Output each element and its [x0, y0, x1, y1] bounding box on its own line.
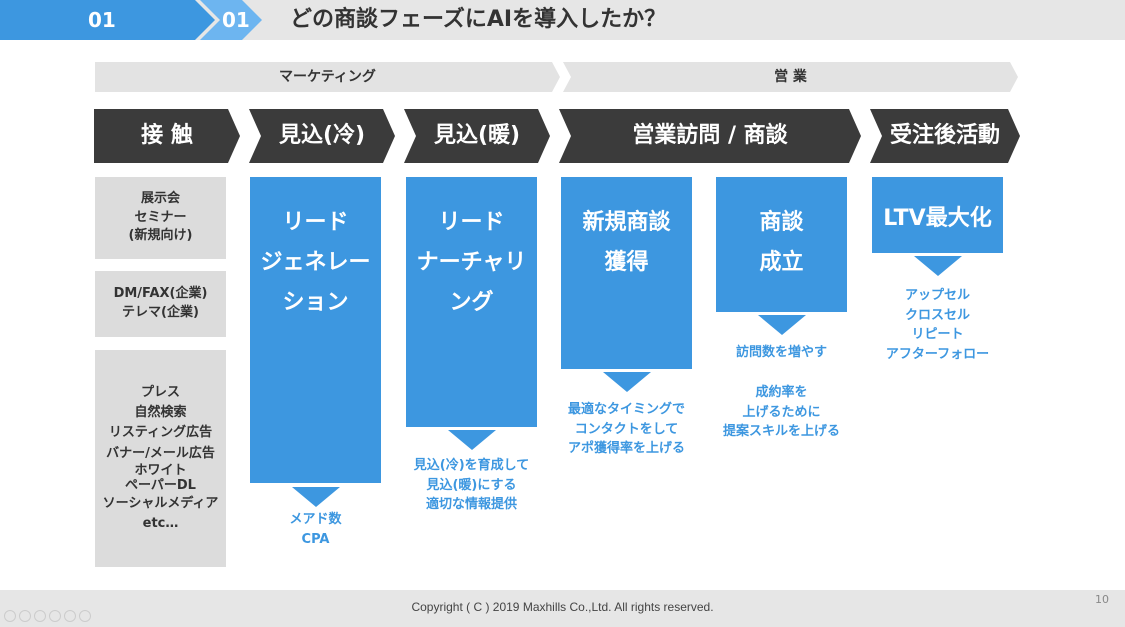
down-arrow-icon	[603, 372, 651, 392]
contact-box-direct: DM/FAX(企業) テレマ(企業)	[95, 271, 226, 337]
column-ltv: LTV最大化	[872, 177, 1003, 253]
note-ltv: アップセル クロスセル リピート アフターフォロー	[862, 286, 1013, 364]
column-line: LTV最大化	[883, 206, 992, 231]
column-line: ナーチャリ	[416, 250, 527, 275]
contact-item: リスティング広告	[108, 425, 213, 441]
contact-item: バナー/メール広告	[106, 445, 215, 461]
contact-box-events: 展示会 セミナー (新規向け)	[95, 177, 226, 259]
note-line: 適切な情報提供	[425, 497, 517, 512]
note-line: 提案スキルを上げる	[722, 424, 840, 439]
note-line: 成約率を	[755, 385, 808, 400]
note-line: 上げるために	[742, 404, 821, 420]
down-arrow-icon	[292, 487, 340, 507]
copyright-text: Copyright ( C ) 2019 Maxhills Co.,Ltd. A…	[411, 600, 714, 614]
contact-item: 自然検索	[134, 405, 187, 421]
contact-item: セミナー	[134, 209, 187, 225]
contact-item: DM/FAX(企業)	[113, 286, 208, 302]
note-line: アップセル	[904, 288, 970, 303]
stage-lead-warm: 見込(暖)	[404, 109, 550, 163]
pen-icon[interactable]	[34, 610, 46, 622]
contact-item: etc…	[142, 515, 179, 531]
note-lead-generation: メアド数 CPA	[250, 510, 381, 549]
note-line: 最適なタイミングで	[567, 402, 685, 417]
note-line: アフターフォロー	[885, 346, 990, 362]
down-arrow-icon	[758, 315, 806, 335]
phase-sales: 営 業	[563, 62, 1018, 92]
down-arrow-icon	[448, 430, 496, 450]
note-line: コンタクトをして	[574, 421, 679, 437]
down-arrow-icon	[914, 256, 962, 276]
contact-item: ソーシャルメディア	[102, 495, 219, 511]
column-line: ション	[282, 290, 349, 315]
column-line: リード	[282, 210, 349, 235]
contact-item: 展示会	[140, 190, 180, 206]
stage-sales-visit: 営業訪問 / 商談	[559, 109, 861, 163]
column-line: 新規商談	[582, 210, 671, 235]
contact-item: ペーパーDL	[125, 477, 196, 493]
note-line: 見込(暖)にする	[426, 477, 517, 493]
note-line: メアド数	[289, 512, 342, 527]
page-title: どの商談フェーズにAIを導入したか？	[290, 7, 667, 32]
column-line: リード	[438, 210, 505, 235]
prev-icon[interactable]	[4, 610, 16, 622]
note-new-deal: 最適なタイミングで コンタクトをして アポ獲得率を上げる	[553, 400, 700, 459]
note-line: アポ獲得率を上げる	[567, 441, 685, 456]
column-line: 成立	[759, 250, 804, 275]
note-line: 見込(冷)を育成して	[413, 458, 530, 473]
contact-item: テレマ(企業)	[122, 305, 199, 320]
column-line: ング	[449, 290, 494, 315]
footer-bar	[0, 590, 1125, 627]
more-icon[interactable]	[79, 610, 91, 622]
section-number-badge: 01	[0, 0, 215, 40]
page-number: 10	[1095, 593, 1109, 606]
contact-item: プレス	[140, 385, 180, 401]
contact-item: (新規向け)	[128, 228, 193, 244]
note-lead-nurturing: 見込(冷)を育成して 見込(暖)にする 適切な情報提供	[395, 456, 548, 515]
column-lead-generation: リード ジェネレー ション	[250, 177, 381, 483]
phase-marketing: マーケティング	[95, 62, 560, 92]
section-number: 01	[88, 8, 116, 32]
column-line: ジェネレー	[260, 250, 371, 275]
column-new-deal: 新規商談 獲得	[561, 177, 692, 369]
note-line: CPA	[301, 531, 330, 547]
note-line: リピート	[911, 327, 964, 342]
column-deal-closed: 商談 成立	[716, 177, 847, 312]
column-line: 商談	[759, 210, 804, 235]
stage-contact: 接 触	[94, 109, 240, 163]
contact-item: ホワイト	[134, 462, 187, 478]
slide-controls	[4, 610, 91, 622]
stage-lead-cold: 見込(冷)	[249, 109, 395, 163]
note-line: 訪問数を増やす	[735, 345, 827, 360]
note-deal-closing: 成約率を 上げるために 提案スキルを上げる	[706, 383, 857, 442]
note-line: クロスセル	[904, 307, 970, 323]
contact-box-online: プレス 自然検索 リスティング広告 バナー/メール広告 ホワイト ペーパーDL …	[95, 350, 226, 567]
grid-icon[interactable]	[49, 610, 61, 622]
column-line: 獲得	[604, 250, 649, 275]
note-deal-visits: 訪問数を増やす	[706, 343, 857, 363]
zoom-icon[interactable]	[64, 610, 76, 622]
next-icon[interactable]	[19, 610, 31, 622]
subsection-number: 01	[222, 8, 250, 32]
column-lead-nurturing: リード ナーチャリ ング	[406, 177, 537, 427]
stage-post-order: 受注後活動	[870, 109, 1020, 163]
